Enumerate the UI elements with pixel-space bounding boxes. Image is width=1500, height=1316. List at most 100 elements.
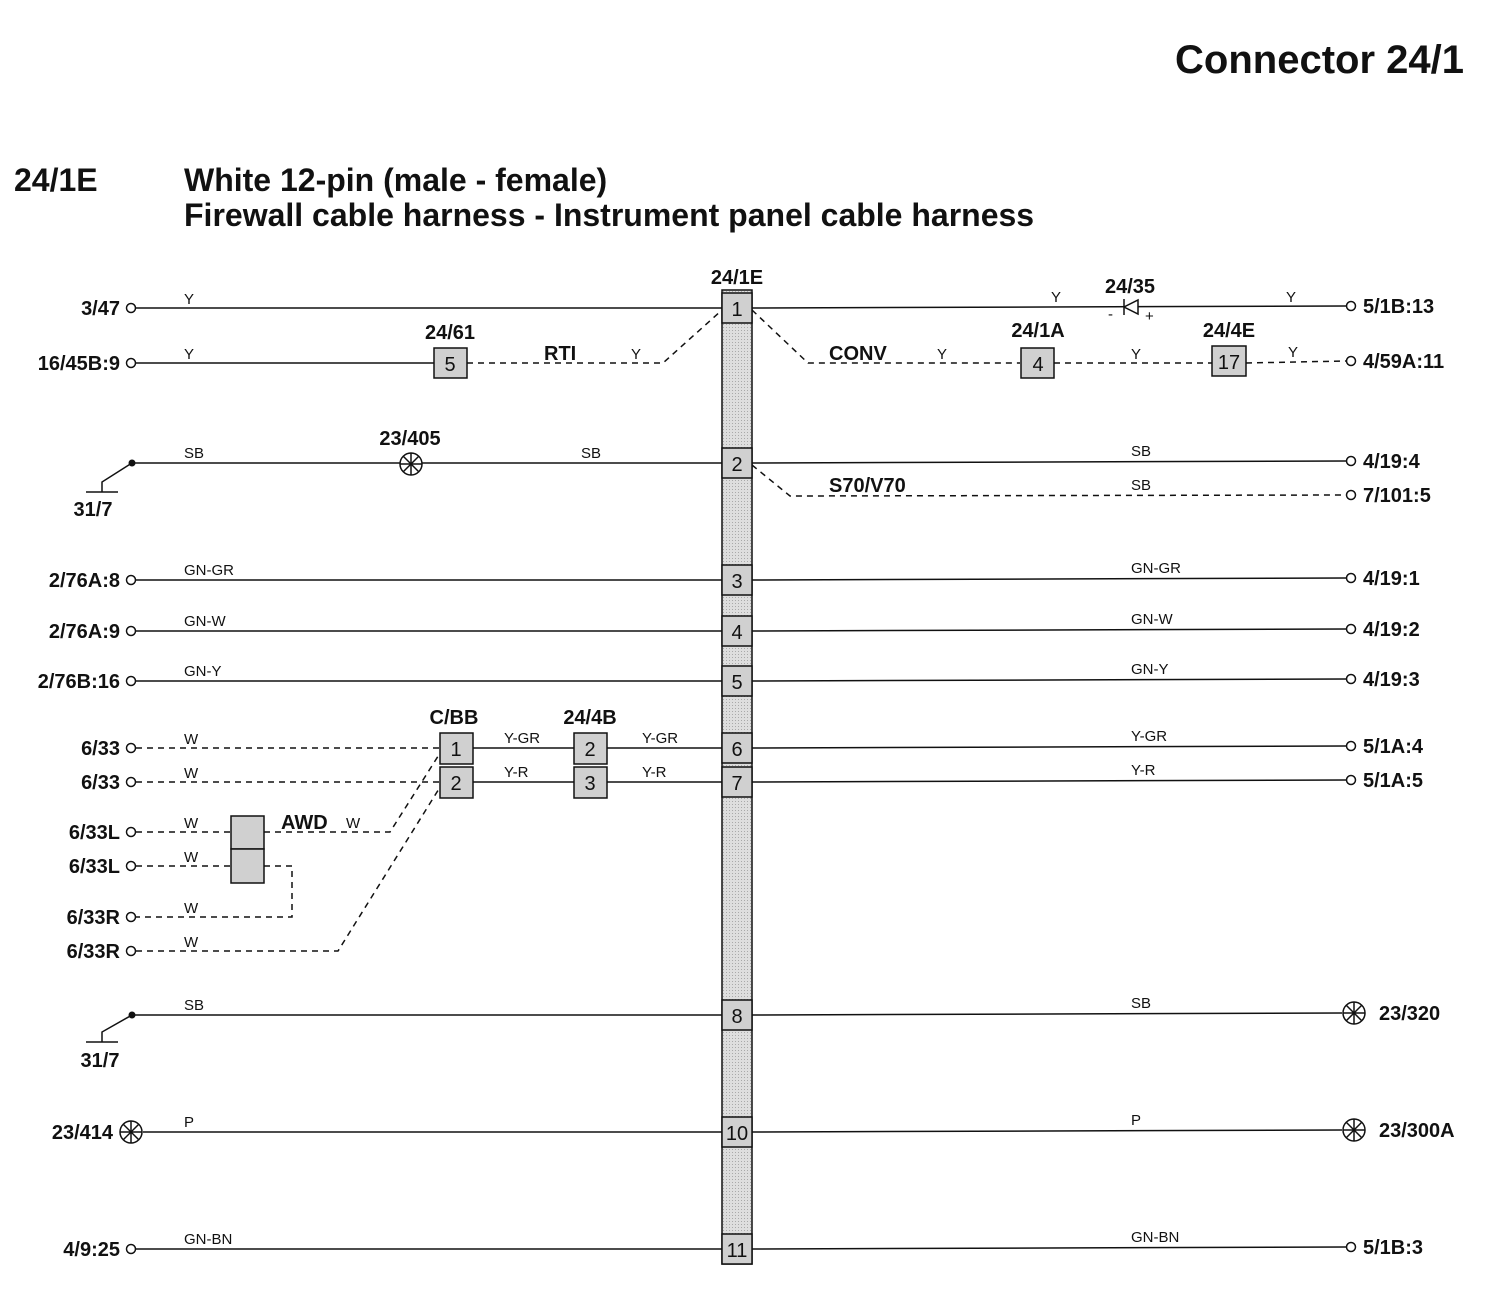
- svg-text:3: 3: [584, 773, 595, 795]
- svg-text:C/BB: C/BB: [430, 707, 479, 729]
- ground-31-7: 31/7: [81, 1011, 136, 1072]
- connector-pin: 7: [721, 766, 753, 798]
- svg-text:4/19:1: 4/19:1: [1363, 568, 1420, 590]
- terminal-open: 5/1B:3: [1345, 1237, 1423, 1259]
- harness-description: Firewall cable harness - Instrument pane…: [184, 197, 1035, 233]
- svg-text:31/7: 31/7: [81, 1050, 120, 1072]
- svg-text:4/19:3: 4/19:3: [1363, 669, 1420, 691]
- svg-text:2: 2: [450, 773, 461, 795]
- svg-text:17: 17: [1218, 352, 1240, 374]
- svg-text:6/33L: 6/33L: [69, 822, 120, 844]
- svg-text:8: 8: [731, 1006, 742, 1028]
- terminal-open: 4/59A:11: [1345, 351, 1444, 373]
- svg-text:SB: SB: [1131, 477, 1151, 494]
- svg-text:5/1B:13: 5/1B:13: [1363, 296, 1434, 318]
- svg-text:24/61: 24/61: [425, 322, 475, 344]
- conv-label: CONV: [829, 343, 887, 365]
- svg-text:4/59A:11: 4/59A:11: [1363, 351, 1444, 373]
- svg-text:2: 2: [731, 454, 742, 476]
- svg-text:+: +: [1145, 308, 1154, 325]
- connector-pin: 8: [721, 999, 753, 1031]
- terminal-open: 5/1B:13: [1345, 296, 1434, 318]
- svg-text:4/19:2: 4/19:2: [1363, 619, 1420, 641]
- svg-text:W: W: [346, 815, 361, 832]
- svg-text:2/76A:8: 2/76A:8: [49, 570, 120, 592]
- svg-text:GN-GR: GN-GR: [1131, 560, 1181, 577]
- terminal-open: 6/33L: [69, 822, 137, 844]
- terminal-open: 16/45B:9: [38, 353, 137, 375]
- terminal-open: 6/33: [81, 738, 137, 760]
- svg-text:-: -: [1108, 306, 1113, 323]
- svg-text:10: 10: [726, 1123, 748, 1145]
- svg-text:SB: SB: [1131, 995, 1151, 1012]
- svg-text:23/300A: 23/300A: [1379, 1120, 1455, 1142]
- splice-terminal: 23/320: [1342, 1001, 1440, 1025]
- connector-pin: 5: [721, 665, 753, 697]
- svg-text:23/414: 23/414: [52, 1122, 114, 1144]
- connector-pins: 1 2 3 4 5 6 7 8 10 11: [721, 292, 753, 1265]
- connector-description: White 12-pin (male - female): [184, 162, 608, 198]
- svg-text:GN-W: GN-W: [184, 613, 226, 630]
- svg-text:Y-R: Y-R: [1131, 762, 1156, 779]
- svg-text:GN-GR: GN-GR: [184, 562, 234, 579]
- svg-text:6/33: 6/33: [81, 772, 120, 794]
- svg-text:Y-GR: Y-GR: [504, 730, 540, 747]
- component-c-bb: C/BB 1 2: [430, 707, 479, 799]
- terminal-open: 3/47: [81, 298, 137, 320]
- svg-text:2/76A:9: 2/76A:9: [49, 621, 120, 643]
- terminal-open: 6/33R: [67, 941, 137, 963]
- svg-text:3/47: 3/47: [81, 298, 120, 320]
- svg-text:W: W: [184, 934, 199, 951]
- awd-connector: [230, 815, 265, 884]
- connector-pin: 2: [721, 447, 753, 479]
- svg-text:P: P: [184, 1114, 194, 1131]
- svg-text:SB: SB: [184, 997, 204, 1014]
- wires: [132, 305, 1347, 1250]
- connector-pin: 3: [721, 564, 753, 596]
- svg-text:4: 4: [1032, 354, 1043, 376]
- svg-text:Y-R: Y-R: [504, 764, 529, 781]
- connector-pin: 6: [721, 732, 753, 764]
- svg-text:16/45B:9: 16/45B:9: [38, 353, 120, 375]
- terminal-open: 7/101:5: [1345, 485, 1431, 507]
- svg-text:6/33: 6/33: [81, 738, 120, 760]
- svg-text:6/33L: 6/33L: [69, 856, 120, 878]
- svg-text:6/33R: 6/33R: [67, 907, 121, 929]
- svg-text:Y: Y: [937, 346, 947, 363]
- svg-text:Y: Y: [184, 346, 194, 363]
- svg-text:Y-GR: Y-GR: [1131, 728, 1167, 745]
- s70-v70-label: S70/V70: [829, 475, 906, 497]
- terminal-open: 4/19:2: [1345, 619, 1420, 641]
- svg-text:2: 2: [584, 739, 595, 761]
- terminal-open: 4/19:1: [1345, 568, 1420, 590]
- svg-text:6/33R: 6/33R: [67, 941, 121, 963]
- svg-text:5/1A:4: 5/1A:4: [1363, 736, 1424, 758]
- left-terminals: 3/47 16/45B:9 31/7 2/76A:8 2/76A:9 2/76B…: [38, 298, 143, 1261]
- svg-text:W: W: [184, 849, 199, 866]
- svg-text:5: 5: [731, 672, 742, 694]
- svg-text:7: 7: [731, 773, 742, 795]
- svg-text:W: W: [184, 900, 199, 917]
- svg-text:W: W: [184, 815, 199, 832]
- variant-labels: RTI CONV S70/V70 AWD: [281, 343, 906, 834]
- svg-text:GN-BN: GN-BN: [1131, 1229, 1179, 1246]
- connector-pin: 1: [721, 292, 753, 324]
- page-title: Connector 24/1: [1175, 38, 1464, 82]
- connector-label: 24/1E: [711, 267, 763, 289]
- svg-text:1: 1: [450, 739, 461, 761]
- svg-text:24/35: 24/35: [1105, 276, 1155, 298]
- svg-text:SB: SB: [184, 445, 204, 462]
- svg-text:P: P: [1131, 1112, 1141, 1129]
- svg-text:Y: Y: [1288, 344, 1298, 361]
- component-24-4e: 24/4E 17: [1203, 320, 1255, 377]
- svg-text:W: W: [184, 731, 199, 748]
- terminal-open: 5/1A:4: [1345, 736, 1424, 758]
- terminal-open: 2/76B:16: [38, 671, 137, 693]
- terminal-open: 5/1A:5: [1345, 770, 1423, 792]
- terminal-open: 2/76A:8: [49, 570, 137, 592]
- svg-text:W: W: [184, 765, 199, 782]
- svg-text:24/4E: 24/4E: [1203, 320, 1255, 342]
- svg-text:5: 5: [444, 354, 455, 376]
- svg-text:31/7: 31/7: [74, 499, 113, 521]
